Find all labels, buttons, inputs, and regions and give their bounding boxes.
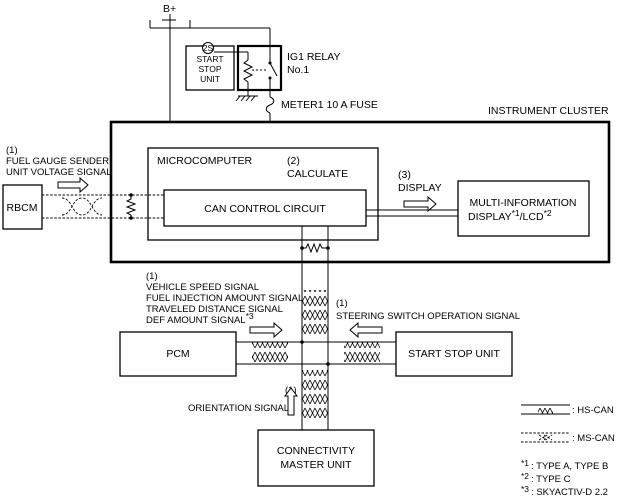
cmu-label-line2: MASTER UNIT bbox=[280, 459, 352, 471]
fuel-signal-line1: FUEL GAUGE SENDER bbox=[6, 156, 109, 167]
ms-can-rbcm-to-cluster bbox=[42, 193, 164, 220]
b-plus-label: B+ bbox=[163, 3, 176, 15]
start-stop-small-line3: UNIT bbox=[200, 74, 220, 84]
footnote-1: *1: TYPE A, TYPE B bbox=[521, 458, 608, 472]
start-stop-unit-small: 2S START STOP UNIT bbox=[185, 42, 235, 91]
fuel-signal-line2: UNIT VOLTAGE SIGNAL bbox=[6, 167, 112, 178]
mid-label-line2: DISPLAY*1/LCD*2 bbox=[468, 208, 552, 223]
footnotes: *1: TYPE A, TYPE B *2: TYPE C *3: SKYACT… bbox=[521, 458, 608, 498]
ig1-relay-number: No.1 bbox=[287, 64, 309, 76]
hs-can-horizontal-bus bbox=[236, 340, 396, 366]
calculate-label: CALCULATE bbox=[287, 168, 348, 180]
footnote-3: *3: SKYACTIV-D 2.2 bbox=[521, 484, 608, 498]
vehicle-speed-signal-label: VEHICLE SPEED SIGNAL bbox=[146, 282, 259, 293]
ig1-relay: IG1 RELAY No.1 bbox=[214, 44, 341, 102]
connectivity-master-unit-box bbox=[257, 429, 375, 487]
steering-signal-step-number: (1) bbox=[336, 298, 348, 309]
legend-ms-can-label: : MS-CAN bbox=[572, 433, 615, 444]
can-control-circuit-box bbox=[163, 189, 367, 227]
ig1-relay-label: IG1 RELAY bbox=[287, 51, 341, 63]
fuse-label: METER1 10 A FUSE bbox=[281, 99, 378, 111]
fuel-signal-step-number: (1) bbox=[6, 145, 18, 156]
microcomputer-label: MICROCOMPUTER bbox=[157, 155, 252, 167]
steering-signal-arrow bbox=[349, 321, 383, 339]
display-arrow bbox=[403, 195, 437, 213]
legend-hs-can-label: : HS-CAN bbox=[572, 405, 614, 416]
calculate-step-number: (2) bbox=[287, 155, 300, 167]
def-amount-signal-label: DEF AMOUNT SIGNAL*3 bbox=[146, 311, 254, 326]
multi-information-display-box bbox=[457, 180, 590, 237]
cmu-label-line1: CONNECTIVITY bbox=[277, 445, 355, 457]
display-step-number: (3) bbox=[398, 169, 411, 181]
footnote-2: *2: TYPE C bbox=[521, 471, 571, 485]
pcm-signals-step-number: (1) bbox=[146, 271, 158, 282]
start-stop-small-line1: START bbox=[196, 54, 223, 64]
display-label: DISPLAY bbox=[398, 182, 442, 194]
legend: : HS-CAN : MS-CAN bbox=[521, 404, 615, 444]
orientation-signal-arrow bbox=[284, 387, 298, 416]
traveled-distance-signal-label: TRAVELED DISTANCE SIGNAL bbox=[146, 304, 283, 315]
fuel-signal-arrow bbox=[57, 176, 89, 194]
orientation-signal-label: ORIENTATION SIGNAL bbox=[188, 403, 289, 414]
can-control-circuit-label: CAN CONTROL CIRCUIT bbox=[204, 203, 326, 215]
fuel-injection-signal-label: FUEL INJECTION AMOUNT SIGNAL bbox=[146, 293, 303, 304]
pcm-box bbox=[119, 331, 237, 377]
start-stop-small-line2: STOP bbox=[199, 64, 222, 74]
pcm-label: PCM bbox=[166, 348, 189, 360]
pcm-signal-arrow bbox=[249, 321, 283, 339]
start-stop-unit-label: START STOP UNIT bbox=[408, 348, 500, 360]
steering-signal-label: STEERING SWITCH OPERATION SIGNAL bbox=[336, 311, 520, 322]
start-stop-unit-box bbox=[395, 331, 513, 377]
rbcm-box bbox=[2, 184, 43, 230]
rbcm-label: RBCM bbox=[7, 202, 38, 214]
hs-can-vertical-trunk bbox=[300, 226, 330, 430]
instrument-cluster-label: INSTRUMENT CLUSTER bbox=[488, 105, 609, 117]
relay-circle-label: 2S bbox=[203, 43, 214, 53]
mid-label-line1: MULTI-INFORMATION bbox=[470, 197, 577, 209]
